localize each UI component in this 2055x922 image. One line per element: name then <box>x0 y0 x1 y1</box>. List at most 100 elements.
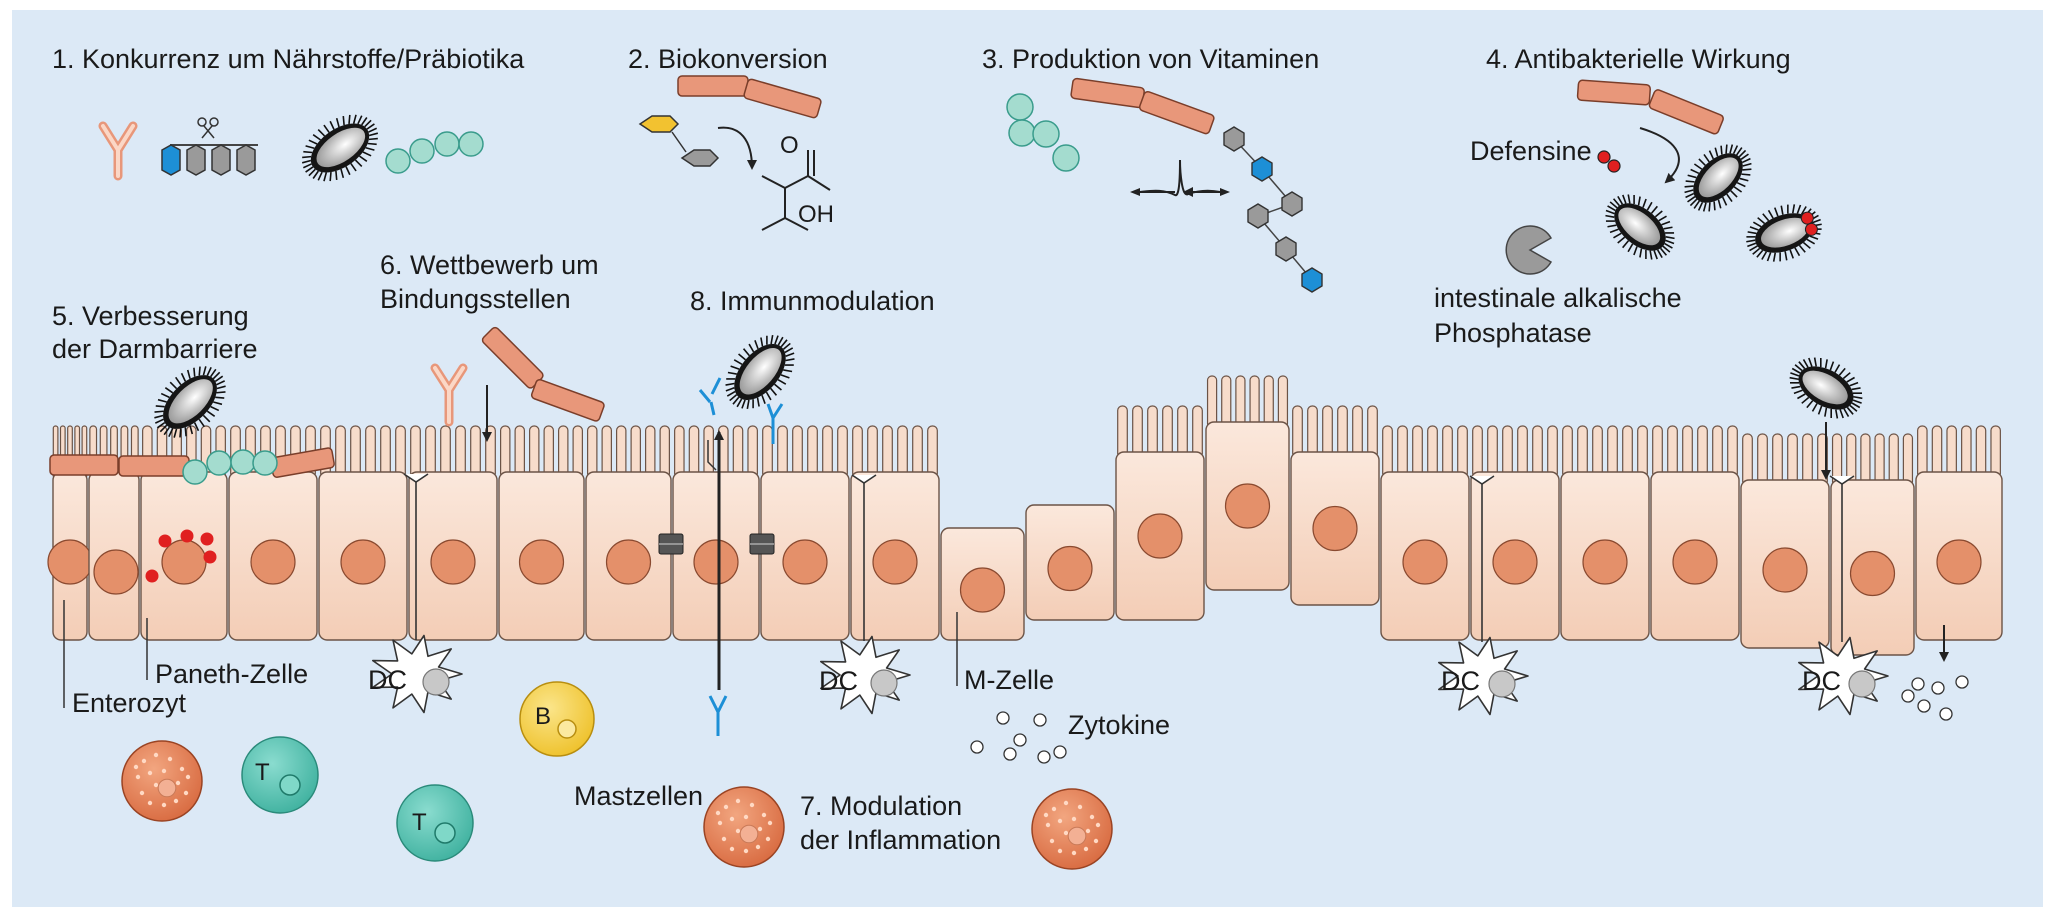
microvillus <box>1517 425 1528 479</box>
epithelial-cell <box>1025 504 1115 621</box>
microvillus <box>1902 433 1914 487</box>
microvillus <box>777 425 788 479</box>
pathogen-bacterium <box>1789 357 1863 419</box>
cytokine <box>1037 750 1051 764</box>
vitamin-unit <box>1275 236 1297 262</box>
cytokine <box>1013 733 1027 747</box>
epithelial-cell <box>408 425 498 641</box>
label-mechanism-2: 2. Biokonversion <box>628 44 828 74</box>
epithelial-cell <box>1830 433 1915 656</box>
paneth-granule <box>180 529 194 543</box>
microvillus <box>1874 433 1885 487</box>
microvillus <box>1697 425 1708 479</box>
microvillus <box>1397 425 1408 479</box>
microvillus <box>601 425 612 479</box>
tight-junctions <box>658 533 775 555</box>
microvillus <box>1637 425 1648 479</box>
cytokine <box>1917 699 1931 713</box>
dc-dendrite-tip <box>1829 475 1855 485</box>
rod-bacterium <box>1576 79 1652 106</box>
cytokine <box>1911 677 1925 691</box>
cytokine <box>1033 713 1047 727</box>
pathogen-bacterium-icon <box>1605 194 1675 260</box>
microvillus <box>587 425 598 479</box>
microvillus <box>688 425 700 479</box>
label-mechanism-7-line1: 7. Modulation <box>800 791 962 821</box>
vitamin-unit <box>1251 156 1273 182</box>
microvillus <box>1442 425 1453 479</box>
y-receptor-icon <box>430 363 468 427</box>
antibody-icon <box>708 695 728 736</box>
cytokine <box>1939 707 1953 721</box>
epithelial-cell <box>1290 405 1380 606</box>
microvillus <box>1322 405 1333 459</box>
dendritic-cell-icon <box>1798 475 1889 716</box>
paneth-granule <box>145 569 159 583</box>
microvillus <box>335 425 346 479</box>
microvillus <box>1221 375 1232 429</box>
microvillus <box>1352 405 1363 459</box>
microvillus <box>1931 425 1943 479</box>
epithelial-cell <box>585 425 672 641</box>
nucleus <box>1672 539 1718 585</box>
dendritic-cell-icon <box>820 474 911 715</box>
nucleus <box>518 539 565 585</box>
microvillus <box>1249 375 1260 429</box>
microvillus <box>350 425 361 479</box>
microvillus <box>1532 425 1543 479</box>
coccus <box>182 459 208 485</box>
microvillus <box>543 425 554 479</box>
microvillus <box>747 425 758 479</box>
nucleus <box>340 539 386 585</box>
microvillus <box>927 425 938 479</box>
microvillus <box>1888 433 1899 487</box>
nucleus <box>430 539 476 585</box>
microvillus <box>645 425 656 479</box>
microvillus <box>500 425 511 479</box>
nucleus <box>47 539 93 585</box>
label-mechanism-3: 3. Produktion von Vitaminen <box>982 44 1319 74</box>
label-mast-cells: Mastzellen <box>574 781 703 811</box>
scissors-icon <box>197 117 219 139</box>
microvillus <box>1235 375 1246 429</box>
coccus <box>1006 93 1034 121</box>
nucleus <box>93 549 139 595</box>
coccus-cluster-icon <box>1006 93 1080 172</box>
microvillus <box>1562 425 1573 479</box>
b-cell <box>519 681 595 757</box>
y-receptor-icon <box>98 121 138 181</box>
label-mechanism-6-line2: Bindungsstellen <box>380 284 571 314</box>
dc-label: DC <box>368 665 407 695</box>
pathogen-bacteria <box>1605 144 1822 262</box>
pacman-phosphatase-icon <box>1505 225 1553 275</box>
rod-bacterium <box>677 75 749 97</box>
label-mechanism-6-line1: 6. Wettbewerb um <box>380 250 599 280</box>
microvillus <box>1607 425 1618 479</box>
nucleus <box>1582 539 1628 585</box>
microvillus <box>529 425 540 479</box>
label-defensine: Defensine <box>1470 136 1592 166</box>
microvillus <box>455 425 466 479</box>
microvillus <box>1367 405 1378 459</box>
dc-dendrite-tip <box>403 473 429 483</box>
t-cell <box>241 736 319 814</box>
dc-nucleus <box>422 668 450 696</box>
nucleus <box>959 567 1006 613</box>
coccus <box>252 450 278 476</box>
dendritic-cell-icon <box>372 473 463 714</box>
nucleus <box>1047 545 1093 592</box>
microvillus <box>1772 433 1783 487</box>
microvillus <box>1547 425 1558 479</box>
antibody-stem <box>707 440 717 471</box>
cytokine <box>1003 747 1017 761</box>
epithelial-cell <box>760 425 850 641</box>
microvillus <box>822 425 833 479</box>
pathogen-bacterium-icon <box>1746 204 1822 262</box>
coccus <box>206 450 232 476</box>
arrowhead-left <box>1130 188 1140 196</box>
pathogen-bacterium-icon <box>1789 357 1863 419</box>
microvillus <box>807 425 818 479</box>
intestinal-epithelium <box>47 375 2003 656</box>
microvillus <box>558 425 569 479</box>
